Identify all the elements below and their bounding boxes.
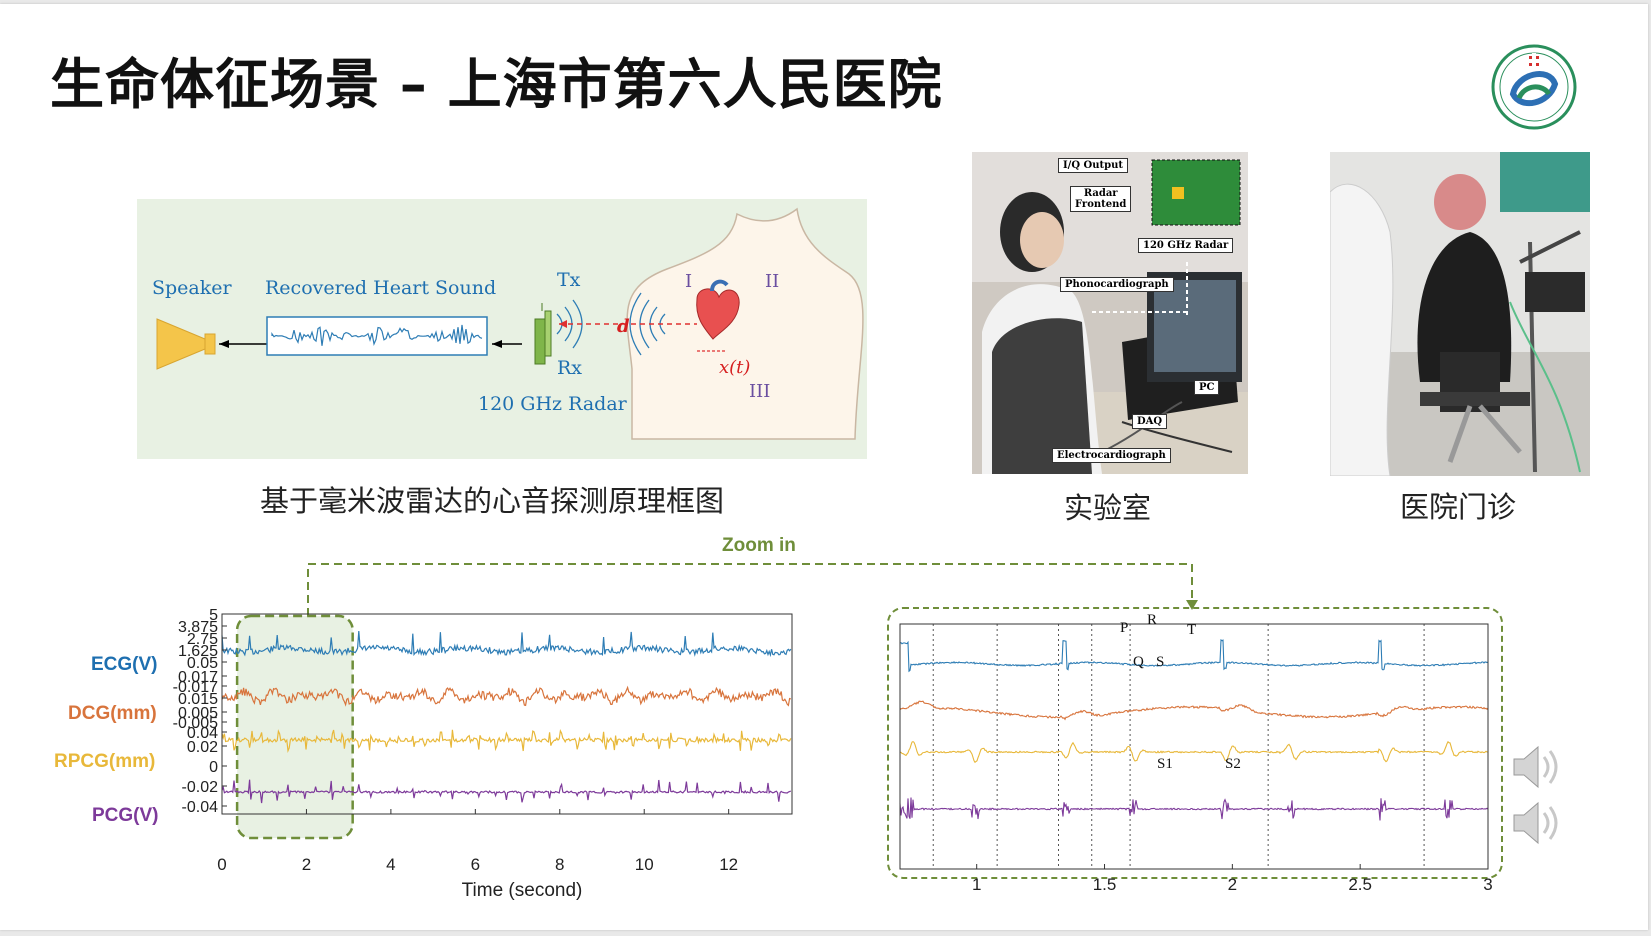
x-tick-label: 0	[217, 855, 226, 874]
radar-label: 120 GHz Radar	[478, 393, 627, 415]
zoomed-series-line-3	[899, 797, 1489, 821]
y-tick-label: -0.04	[182, 799, 219, 816]
zoomed-series-line-2	[899, 740, 1488, 764]
audio-play-icons	[1513, 745, 1558, 845]
speaker-icon-2[interactable]	[1513, 801, 1558, 845]
zoomed-plot-frame	[899, 623, 1489, 870]
lab-label-phonocardiograph: Phonocardiograph	[1060, 277, 1174, 292]
overview-series-line-0	[221, 630, 792, 658]
rpcg-series-label: RPCG(mm)	[54, 751, 156, 772]
recovered-heart-sound-label: Recovered Heart Sound	[265, 277, 497, 299]
slide: 生命体征场景 – 上海市第六人民医院	[0, 4, 1648, 930]
clinic-photo	[1330, 152, 1590, 476]
x-tick-label: 6	[471, 855, 480, 874]
tx-label: Tx	[557, 269, 581, 291]
y-tick-label: 0.02	[187, 739, 218, 756]
y-tick-label: 2.75	[187, 631, 218, 648]
zoomed-x-tick-label: 3	[1483, 875, 1492, 894]
speaker-label: Speaker	[152, 277, 232, 299]
overview-plot-frame	[221, 613, 793, 815]
lab-caption: 实验室	[1064, 491, 1152, 525]
y-tick-label: -0.005	[173, 715, 218, 732]
displacement-label: x(t)	[719, 357, 751, 378]
zoom-connector	[307, 563, 1198, 616]
x-tick-label: 12	[719, 855, 738, 874]
waveform-annotation: S2	[1225, 756, 1241, 772]
lab-label-iq-output: I/Q Output	[1058, 158, 1129, 173]
y-tick-label: 3.875	[178, 619, 218, 636]
region-1-label: I	[685, 271, 693, 292]
zoomed-series-line-0	[899, 639, 1489, 673]
radar-frontend-line1: Radar	[1083, 188, 1118, 199]
overview-series-line-2	[221, 728, 792, 753]
dcg-series-label: DCG(mm)	[68, 703, 157, 724]
diagram-caption: 基于毫米波雷达的心音探测原理框图	[260, 484, 725, 518]
lab-label-pc: PC	[1194, 380, 1220, 395]
waveform-annotation: S	[1156, 654, 1164, 670]
radar-diagram-panel: Speaker Recovered Heart Sound Tx Rx 120 …	[137, 199, 867, 459]
zoomed-x-tick-label: 2	[1228, 875, 1237, 894]
y-tick-label: 0.04	[187, 725, 218, 742]
waveform-annotation: R	[1147, 612, 1157, 628]
waveform-annotation: S1	[1157, 756, 1173, 772]
overview-signal-chart: 53.8752.751.6250.050.017-0.0170.0150.005…	[173, 607, 793, 901]
x-tick-label: 10	[635, 855, 654, 874]
y-tick-label: 0.017	[178, 669, 218, 686]
y-tick-label: -0.017	[173, 679, 218, 696]
speaker-icon-1[interactable]	[1513, 745, 1558, 789]
zoomed-x-tick-label: 2.5	[1348, 875, 1372, 894]
pcg-series-label: PCG(V)	[92, 805, 159, 826]
y-tick-label: 0	[209, 759, 218, 776]
waveform-annotation: P	[1120, 620, 1128, 636]
x-tick-label: 8	[555, 855, 564, 874]
lab-photo: I/Q Output Radar Frontend 120 GHz Radar …	[972, 152, 1248, 474]
zoomed-x-tick-label: 1.5	[1093, 875, 1117, 894]
waveform-annotation: T	[1187, 622, 1196, 638]
x-tick-label: 2	[302, 855, 311, 874]
zoomed-chart-frame	[887, 607, 1503, 879]
y-tick-label: 0.05	[187, 655, 218, 672]
lab-label-electrocardiograph: Electrocardiograph	[1052, 448, 1171, 463]
lab-label-daq: DAQ	[1132, 414, 1168, 429]
page-title: 生命体征场景 – 上海市第六人民医院	[50, 53, 943, 116]
overview-series-line-1	[221, 685, 791, 707]
region-3-label: III	[749, 381, 771, 402]
y-tick-label: 0.015	[178, 691, 218, 708]
ecg-series-label: ECG(V)	[91, 654, 158, 675]
x-tick-label: 4	[386, 855, 395, 874]
lab-label-120ghz-radar: 120 GHz Radar	[1138, 238, 1234, 253]
y-tick-label: 5	[209, 607, 218, 624]
hospital-logo	[1491, 44, 1577, 130]
zoomed-series-line-1	[899, 700, 1489, 721]
y-tick-label: 0.005	[178, 705, 218, 722]
zoom-in-label: Zoom in	[722, 535, 796, 556]
zoomed-x-tick-label: 1	[972, 875, 981, 894]
waveform-annotation: Q	[1133, 654, 1144, 670]
zoom-highlight-region	[235, 614, 354, 840]
region-2-label: II	[765, 271, 780, 292]
rx-label: Rx	[557, 357, 583, 379]
radar-frontend-line2: Frontend	[1075, 199, 1127, 210]
overview-series-line-3	[221, 779, 792, 804]
y-tick-label: -0.02	[182, 779, 219, 796]
clinic-caption: 医院门诊	[1400, 490, 1517, 524]
x-axis-label: Time (second)	[462, 880, 583, 901]
lab-label-radar-frontend: Radar Frontend	[1070, 186, 1132, 212]
distance-label: d	[617, 316, 630, 337]
y-tick-label: 1.625	[178, 643, 218, 660]
